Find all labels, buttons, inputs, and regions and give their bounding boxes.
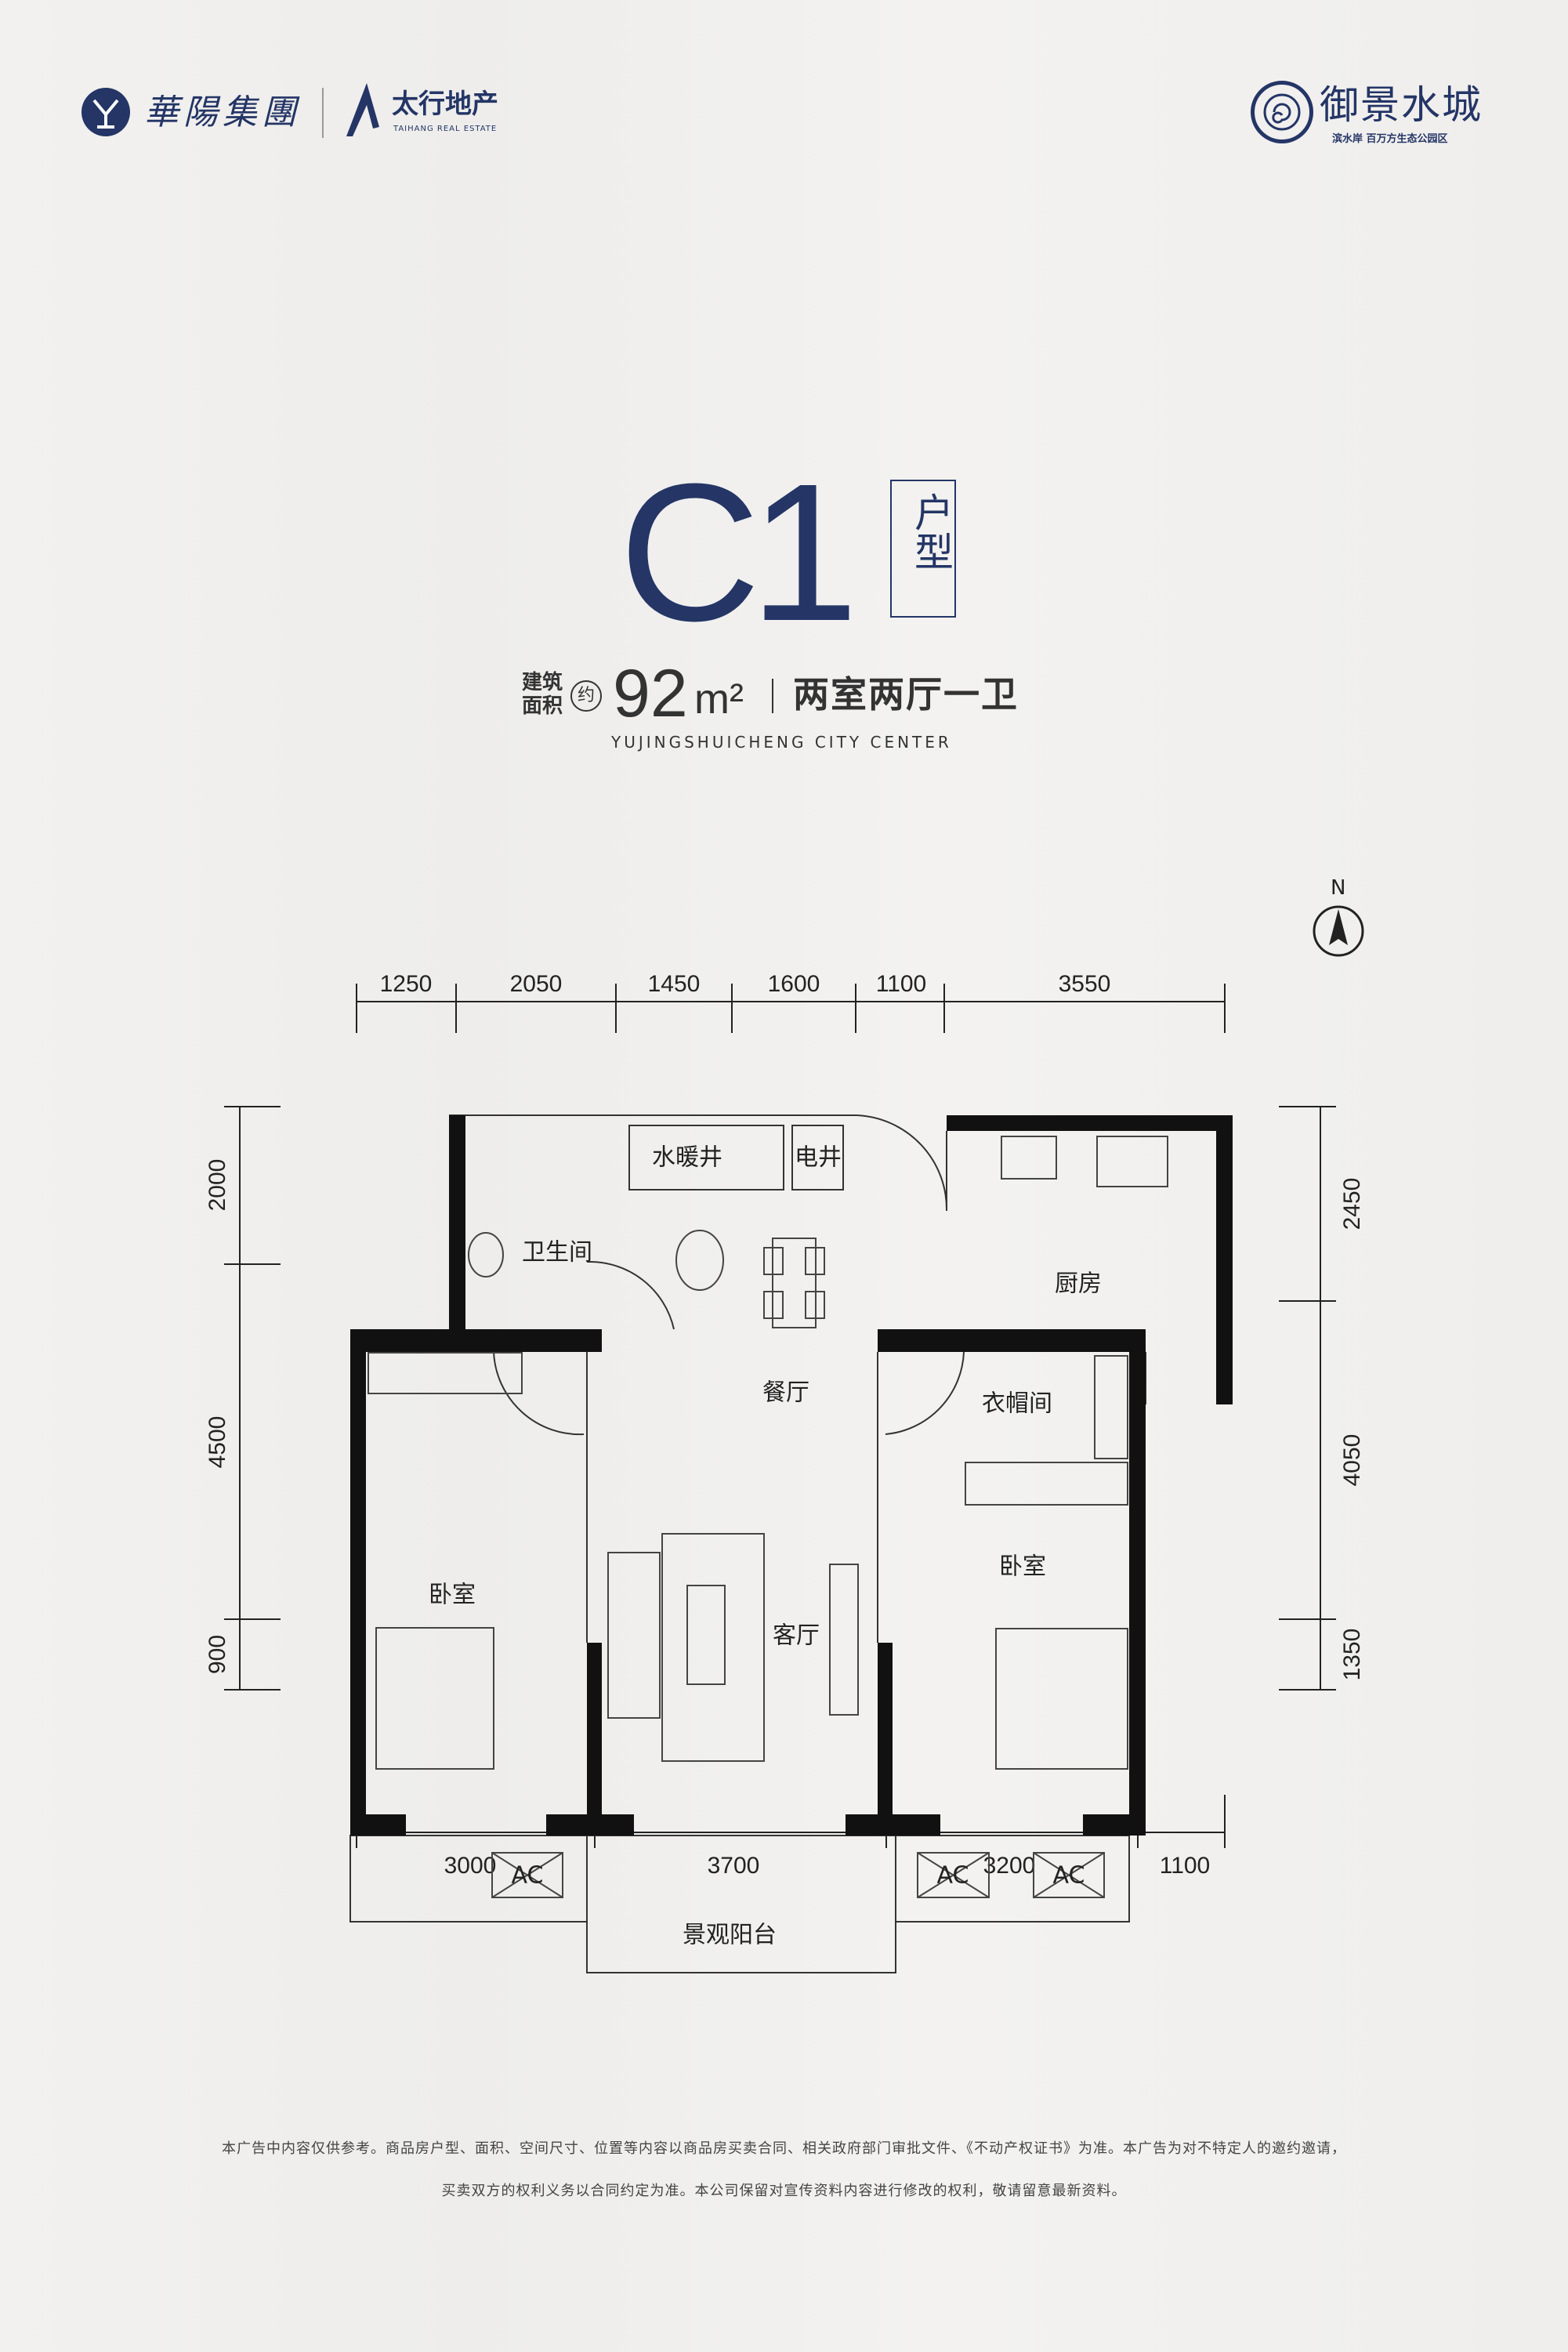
dim-left-2: 4500 bbox=[205, 1416, 230, 1469]
left-bed bbox=[375, 1627, 494, 1770]
yujing-logo bbox=[1251, 81, 1313, 143]
dining-table bbox=[772, 1238, 817, 1328]
dim-right-2: 4050 bbox=[1339, 1434, 1365, 1487]
layout-type: 两室两厅一卫 bbox=[793, 673, 1019, 716]
dim-bottom-1: 3000 bbox=[444, 1853, 497, 1879]
rug bbox=[661, 1533, 765, 1762]
yujing-emblem-icon bbox=[1263, 93, 1301, 131]
yujing-tagline: 滨水岸 百万方生态公园区 bbox=[1332, 133, 1448, 145]
huayang-name: 華陽集團 bbox=[144, 92, 301, 132]
thin-outlines bbox=[349, 1114, 1146, 1973]
dimension-lines bbox=[224, 984, 1336, 1848]
kitchen-sink bbox=[1096, 1136, 1168, 1187]
ac-label-1: AC bbox=[512, 1862, 544, 1890]
right-bed bbox=[995, 1628, 1128, 1770]
dim-top-6: 3550 bbox=[1059, 971, 1111, 997]
compass-label: N bbox=[1331, 876, 1346, 900]
dim-right-3: 1350 bbox=[1339, 1629, 1365, 1681]
ac-label-3: AC bbox=[1053, 1862, 1085, 1890]
room-dining: 餐厅 bbox=[762, 1379, 809, 1407]
area-label-line2: 面积 bbox=[522, 694, 563, 718]
dim-left-1: 2000 bbox=[205, 1159, 230, 1212]
dim-bottom-4: 1100 bbox=[1160, 1853, 1211, 1879]
taihang-name-en: TAIHANG REAL ESTATE bbox=[393, 125, 498, 133]
dimension-labels-top: 1250 2050 1450 1600 1100 3550 bbox=[380, 971, 1111, 997]
room-kitchen: 厨房 bbox=[1055, 1270, 1102, 1298]
area-value: 92 bbox=[613, 656, 688, 731]
taihang-a-icon bbox=[346, 83, 379, 136]
dimension-labels-left: 2000 4500 900 bbox=[205, 1159, 230, 1674]
unit-suffix: 户型 bbox=[908, 492, 954, 571]
tv-stand bbox=[829, 1564, 859, 1716]
stove bbox=[1001, 1136, 1057, 1180]
sink bbox=[675, 1230, 724, 1291]
dim-top-4: 1600 bbox=[768, 971, 820, 997]
dim-top-1: 1250 bbox=[380, 971, 433, 997]
dim-bottom-3: 3200 bbox=[983, 1853, 1036, 1879]
left-wardrobe bbox=[368, 1352, 523, 1394]
huayang-emblem-icon bbox=[92, 99, 119, 129]
room-water-shaft: 水暖井 bbox=[652, 1144, 722, 1172]
ac-units bbox=[491, 1852, 1105, 1898]
furniture bbox=[368, 1136, 1168, 1770]
dim-top-5: 1100 bbox=[876, 971, 927, 997]
dim-right-1: 2450 bbox=[1339, 1178, 1365, 1230]
huayang-logo bbox=[81, 88, 130, 136]
logo-divider bbox=[322, 88, 324, 138]
toilet bbox=[468, 1232, 504, 1277]
room-balcony: 景观阳台 bbox=[683, 1922, 777, 1949]
area-label: 建筑 面积 bbox=[522, 671, 563, 718]
sofa bbox=[607, 1552, 661, 1719]
dim-bottom-2: 3700 bbox=[708, 1853, 760, 1879]
yujing-name: 御景水城 bbox=[1320, 82, 1483, 128]
coffee-table bbox=[686, 1585, 726, 1685]
dimension-labels-bottom: 3000 3700 3200 1100 bbox=[444, 1853, 1211, 1879]
north-arrow-icon bbox=[1313, 905, 1364, 957]
walls bbox=[350, 1115, 1233, 1836]
title-divider bbox=[772, 679, 773, 713]
room-electric-shaft: 电井 bbox=[795, 1144, 842, 1172]
right-wardrobe bbox=[965, 1462, 1128, 1506]
room-bedroom-right: 卧室 bbox=[999, 1553, 1046, 1581]
disclaimer-line2: 买卖双方的权利义务以合同约定为准。本公司保留对宣传资料内容进行修改的权利，敬请留… bbox=[441, 2183, 1127, 2199]
room-living: 客厅 bbox=[773, 1622, 820, 1650]
taihang-name: 太行地产 bbox=[392, 89, 498, 120]
dim-top-3: 1450 bbox=[648, 971, 701, 997]
area-label-line1: 建筑 bbox=[522, 671, 563, 694]
english-subtitle: YUJINGSHUICHENG CITY CENTER bbox=[611, 733, 952, 752]
dimension-labels-right: 2450 4050 1350 bbox=[1339, 1178, 1365, 1681]
disclaimer-line1: 本广告中内容仅供参考。商品房户型、面积、空间尺寸、位置等内容以商品房买卖合同、相… bbox=[222, 2140, 1346, 2157]
dim-left-3: 900 bbox=[205, 1635, 230, 1674]
dim-top-2: 2050 bbox=[510, 971, 563, 997]
approx-badge: 约 bbox=[570, 680, 602, 712]
unit-suffix-box: 户型 bbox=[890, 480, 956, 618]
ac-label-2: AC bbox=[937, 1862, 969, 1890]
area-unit: m² bbox=[694, 676, 744, 723]
cloak-rack bbox=[1094, 1355, 1128, 1459]
room-bedroom-left: 卧室 bbox=[429, 1582, 476, 1609]
room-bathroom: 卫生间 bbox=[522, 1239, 592, 1267]
room-cloakroom: 衣帽间 bbox=[982, 1390, 1052, 1418]
unit-code: C1 bbox=[619, 443, 859, 661]
